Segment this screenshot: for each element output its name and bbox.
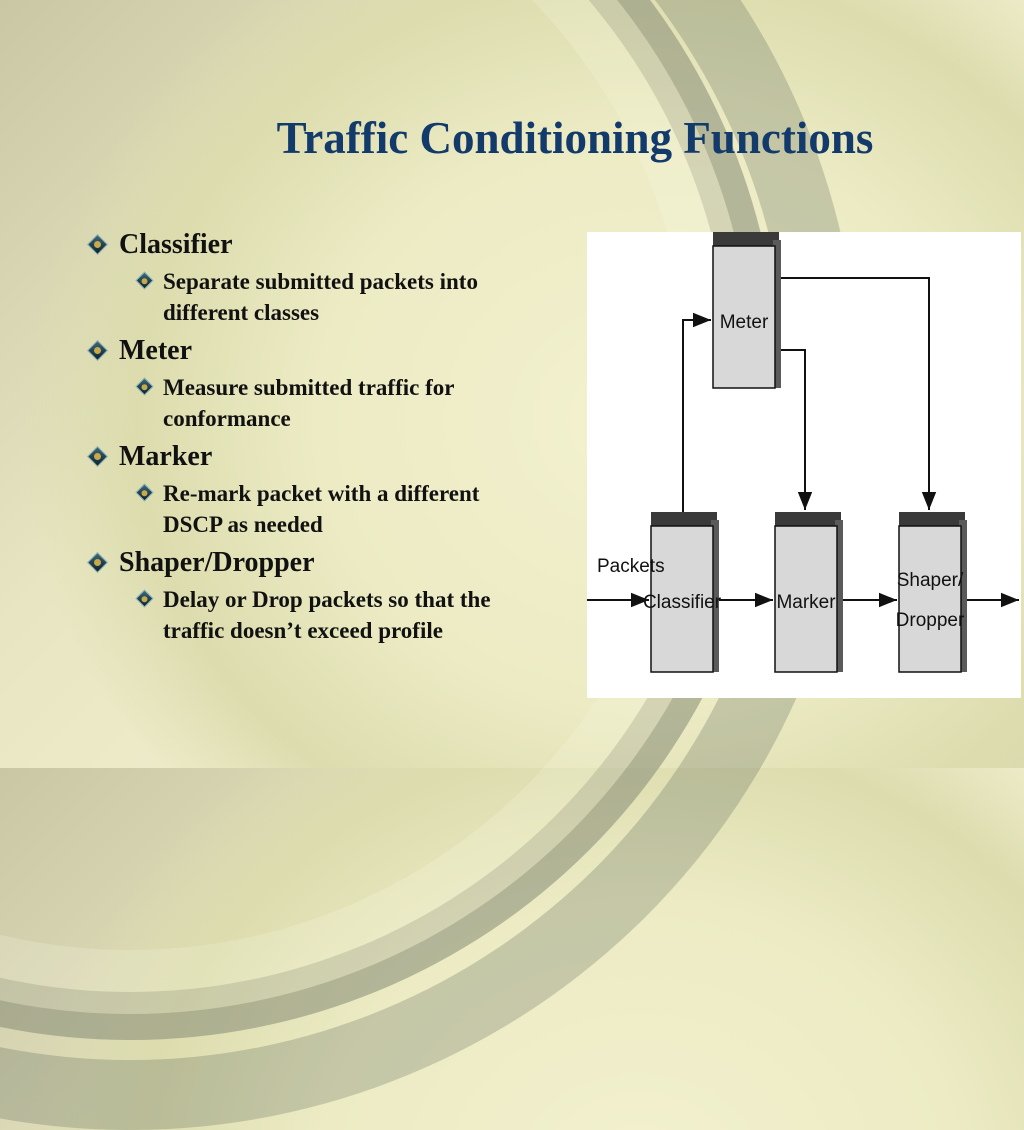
meter-block: Meter	[712, 232, 781, 389]
bullet-list: Classifier Separate submitted packets in…	[86, 228, 590, 652]
diamond-bullet-icon	[135, 483, 154, 502]
marker-block: Marker	[774, 512, 843, 673]
arrow-meter-to-shaper	[781, 277, 937, 510]
diagram-connectors	[587, 277, 1019, 608]
diagram-svg: Meter Classifier Marker Shaper/ Dropper …	[587, 232, 1019, 673]
arrow-meter-to-marker	[781, 349, 813, 510]
bullet-heading: Marker	[119, 441, 213, 472]
shaper-label-line2: Dropper	[896, 610, 965, 631]
bullet-heading: Shaper/Dropper	[119, 547, 315, 578]
meter-label: Meter	[720, 312, 769, 333]
traffic-conditioner-diagram: Meter Classifier Marker Shaper/ Dropper …	[587, 232, 1021, 698]
arrow-classifier-to-meter	[682, 312, 711, 512]
diamond-bullet-icon	[135, 377, 154, 396]
marker-label: Marker	[776, 592, 836, 613]
diamond-bullet-icon	[86, 551, 109, 574]
bullet-heading: Classifier	[119, 229, 233, 260]
packets-label: Packets	[597, 556, 665, 577]
diamond-bullet-icon	[86, 445, 109, 468]
shaper-label-line1: Shaper/	[897, 570, 964, 591]
bullet-heading: Meter	[119, 335, 193, 366]
bullet-item-classifier: Classifier Separate submitted packets in…	[86, 228, 590, 328]
shaper-dropper-block: Shaper/ Dropper	[896, 512, 967, 673]
diamond-bullet-icon	[86, 339, 109, 362]
classifier-label: Classifier	[643, 592, 722, 613]
slide-title: Traffic Conditioning Functions	[276, 113, 874, 163]
diamond-bullet-icon	[135, 589, 154, 608]
diamond-bullet-icon	[86, 233, 109, 256]
bullet-item-shaper-dropper: Shaper/Dropper Delay or Drop packets so …	[86, 546, 590, 646]
diamond-bullet-icon	[135, 271, 154, 290]
classifier-block: Classifier	[643, 512, 722, 673]
